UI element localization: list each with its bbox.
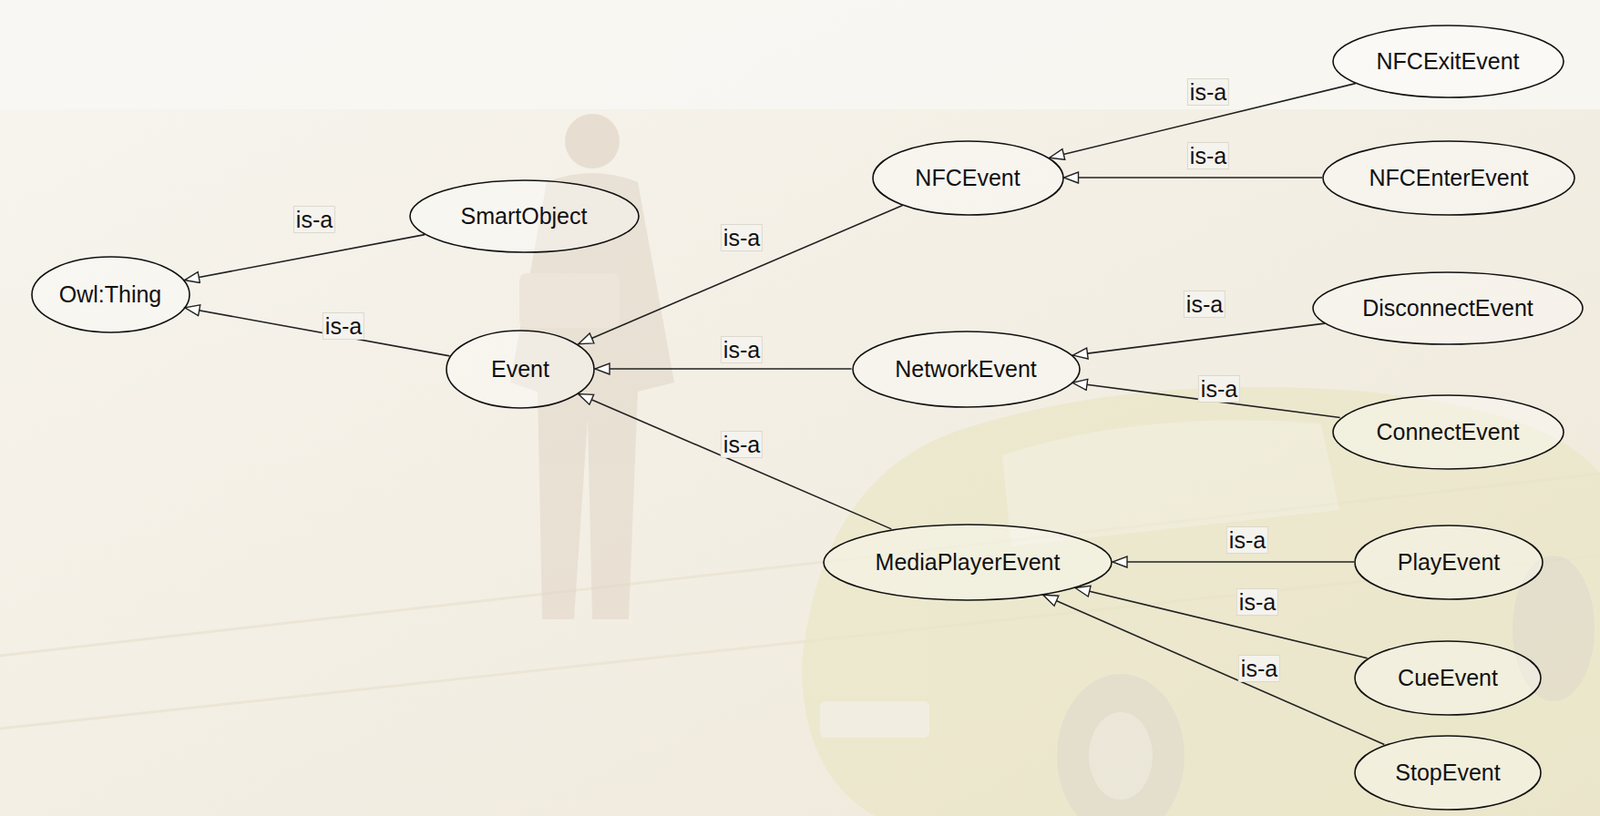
ellipse-shape xyxy=(852,331,1080,408)
class-name: Owl:Thing xyxy=(59,281,163,308)
edge-label: is-a xyxy=(720,336,763,364)
edge-label: is-a xyxy=(720,224,763,252)
edge-label: is-a xyxy=(1183,290,1226,318)
edge-label: is-a xyxy=(293,205,336,234)
ellipse-shape xyxy=(1333,395,1564,470)
class-name: NFCExitEvent xyxy=(1376,48,1520,75)
ellipse-shape xyxy=(1312,272,1583,345)
class-name: PlayEvent xyxy=(1397,549,1501,576)
class-ellipse: StopEvent xyxy=(1353,735,1542,811)
class-name: NFCEnterEvent xyxy=(1368,164,1529,192)
class-ellipse: DisconnectEvent xyxy=(1312,271,1584,346)
class-ellipse: NFCExitEvent xyxy=(1332,24,1565,99)
class-name: SmartObject xyxy=(461,203,588,230)
class-ellipse: SmartObject xyxy=(409,179,640,254)
class-ellipse: NFCEnterEvent xyxy=(1322,140,1576,216)
edge-label: is-a xyxy=(1236,588,1279,616)
class-name: NetworkEvent xyxy=(894,356,1037,383)
is-a-connector xyxy=(1073,323,1325,356)
class-name: ConnectEvent xyxy=(1375,419,1519,446)
ellipse-shape xyxy=(31,256,190,333)
class-ellipse: MediaPlayerEvent xyxy=(822,523,1113,602)
class-name: Event xyxy=(491,356,550,383)
ellipse-shape xyxy=(1323,141,1575,216)
is-a-connector xyxy=(1075,587,1368,658)
ellipse-shape xyxy=(1354,641,1541,716)
class-ellipse: NetworkEvent xyxy=(851,330,1081,409)
ellipse-shape xyxy=(1354,736,1541,811)
is-a-connector xyxy=(594,368,852,370)
class-ellipse: Owl:Thing xyxy=(30,256,191,334)
class-ellipse: CueEvent xyxy=(1353,640,1542,717)
is-a-connector xyxy=(1043,594,1385,745)
ellipse-shape xyxy=(1354,525,1543,600)
edge-label: is-a xyxy=(1187,142,1230,170)
edge-label: is-a xyxy=(720,430,763,459)
class-name: DisconnectEvent xyxy=(1362,295,1534,322)
edge-label: is-a xyxy=(1187,78,1230,106)
class-ellipse: ConnectEvent xyxy=(1332,394,1565,471)
class-ellipse: Event xyxy=(445,329,595,410)
edge-label: is-a xyxy=(1226,526,1269,554)
is-a-connector xyxy=(578,393,893,529)
class-ellipse: PlayEvent xyxy=(1353,524,1544,601)
is-a-connector xyxy=(1064,176,1324,179)
ellipse-shape xyxy=(410,180,639,253)
edge-label: is-a xyxy=(322,312,365,340)
class-ellipse: NFCEvent xyxy=(871,140,1065,216)
class-name: NFCEvent xyxy=(914,164,1020,192)
ellipse-shape xyxy=(823,524,1112,601)
edge-label: is-a xyxy=(1238,655,1281,683)
ellipse-shape xyxy=(1333,25,1564,98)
class-name: StopEvent xyxy=(1394,759,1500,787)
class-name: MediaPlayerEvent xyxy=(875,549,1061,576)
is-a-connector xyxy=(184,235,426,281)
edge-label: is-a xyxy=(1198,375,1241,403)
is-a-connector xyxy=(1112,561,1354,564)
is-a-connector xyxy=(184,307,451,357)
ellipse-shape xyxy=(872,141,1064,216)
class-name: CueEvent xyxy=(1397,665,1498,692)
ellipse-shape xyxy=(446,330,595,409)
